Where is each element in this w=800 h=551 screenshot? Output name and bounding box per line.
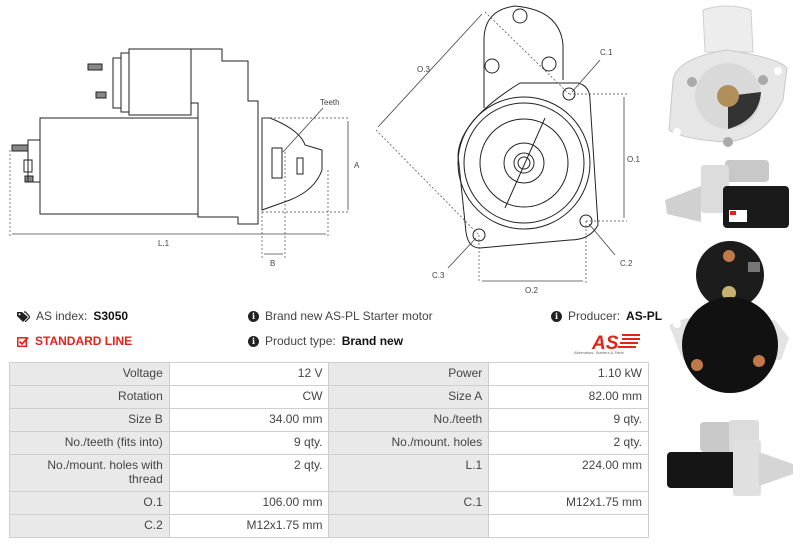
product-type-label: Product type:	[265, 334, 336, 348]
spec-value: CW	[168, 385, 330, 409]
spec-value: 34.00 mm	[168, 408, 330, 432]
spec-value: 2 qty.	[168, 454, 330, 492]
spec-label: O.1	[9, 491, 170, 515]
front-view-photo	[668, 5, 788, 147]
c1-label: C.1	[600, 48, 613, 57]
description-text: Brand new AS-PL Starter motor	[265, 309, 433, 323]
side-view-drawing	[11, 48, 323, 225]
c3-label: C.3	[432, 271, 445, 280]
dimension-b-label: B	[270, 259, 275, 268]
spec-value	[488, 514, 649, 538]
spec-label: No./teeth (fits into)	[9, 431, 170, 455]
side-view-dimensions	[9, 117, 350, 258]
front-view-drawing	[457, 5, 599, 249]
spec-label: C.2	[9, 514, 170, 538]
spec-label: No./mount. holes	[328, 431, 490, 455]
teeth-label: Teeth	[320, 98, 340, 107]
producer: i Producer: AS-PL	[551, 309, 662, 323]
specs-table: Voltage 12 V Power 1.10 kW Rotation CW S…	[9, 362, 649, 538]
spec-label: Rotation	[9, 385, 170, 409]
spec-label: Power	[328, 362, 490, 386]
table-row: C.2 M12x1.75 mm	[9, 514, 649, 538]
dimension-l1-label: L.1	[158, 239, 170, 248]
product-type: i Product type: Brand new	[248, 334, 403, 348]
spec-label: L.1	[328, 454, 490, 492]
o1-label: O.1	[627, 155, 640, 164]
dimension-a-label: A	[354, 161, 360, 170]
spec-value: M12x1.75 mm	[168, 514, 330, 538]
spec-value: 1.10 kW	[488, 362, 649, 386]
logo-tagline: Alternators, Starters & Parts	[574, 350, 624, 355]
checkbox-checked-icon	[17, 336, 29, 347]
info-icon: i	[551, 310, 562, 322]
table-row: Voltage 12 V Power 1.10 kW	[9, 362, 649, 386]
as-index-label: AS index:	[36, 309, 88, 323]
product-line: STANDARD LINE	[17, 334, 132, 348]
as-index-value: S3050	[93, 309, 129, 323]
o2-label: O.2	[525, 286, 538, 295]
producer-label: Producer:	[568, 309, 621, 323]
spec-value: 9 qty.	[488, 408, 649, 432]
logo-text: AS	[591, 333, 619, 354]
spec-label	[328, 514, 490, 538]
info-icon: i	[248, 310, 259, 322]
spec-value: 9 qty.	[168, 431, 330, 455]
tags-icon	[17, 310, 30, 322]
spec-value: 82.00 mm	[488, 385, 649, 409]
side-view-photo-2	[667, 420, 793, 496]
spec-value: 2 qty.	[488, 431, 649, 455]
table-row: Rotation CW Size A 82.00 mm	[9, 385, 649, 409]
as-pl-logo: AS	[591, 333, 640, 354]
table-row: Size B 34.00 mm No./teeth 9 qty.	[9, 408, 649, 432]
spec-value: M12x1.75 mm	[488, 491, 649, 515]
spec-value: 106.00 mm	[168, 491, 330, 515]
standard-line-label: STANDARD LINE	[35, 334, 133, 348]
spec-value: 224.00 mm	[488, 454, 649, 492]
spec-value: 12 V	[168, 362, 330, 386]
spec-label: C.1	[328, 491, 490, 515]
product-photos	[655, 0, 800, 546]
o3-label: O.3	[417, 65, 430, 74]
spec-label: Size A	[328, 385, 490, 409]
product-type-value: Brand new	[341, 334, 404, 348]
technical-drawing: Teeth A B L.1 C.1 O.1 C.2 O.2	[9, 5, 640, 295]
side-view-photo	[665, 160, 789, 228]
table-row: O.1 106.00 mm C.1 M12x1.75 mm	[9, 491, 649, 515]
c2-label: C.2	[620, 259, 633, 268]
info-icon: i	[248, 335, 259, 347]
spec-label: No./mount. holes with thread	[9, 454, 170, 492]
rear-view-photo	[669, 241, 789, 393]
spec-label: Voltage	[9, 362, 170, 386]
description: i Brand new AS-PL Starter motor	[248, 309, 433, 323]
spec-label: No./teeth	[328, 408, 490, 432]
as-index: AS index: S3050	[17, 309, 128, 323]
table-row: No./teeth (fits into) 9 qty. No./mount. …	[9, 431, 649, 455]
table-row: No./mount. holes with thread 2 qty. L.1 …	[9, 454, 649, 492]
spec-label: Size B	[9, 408, 170, 432]
producer-value: AS-PL	[626, 309, 663, 323]
